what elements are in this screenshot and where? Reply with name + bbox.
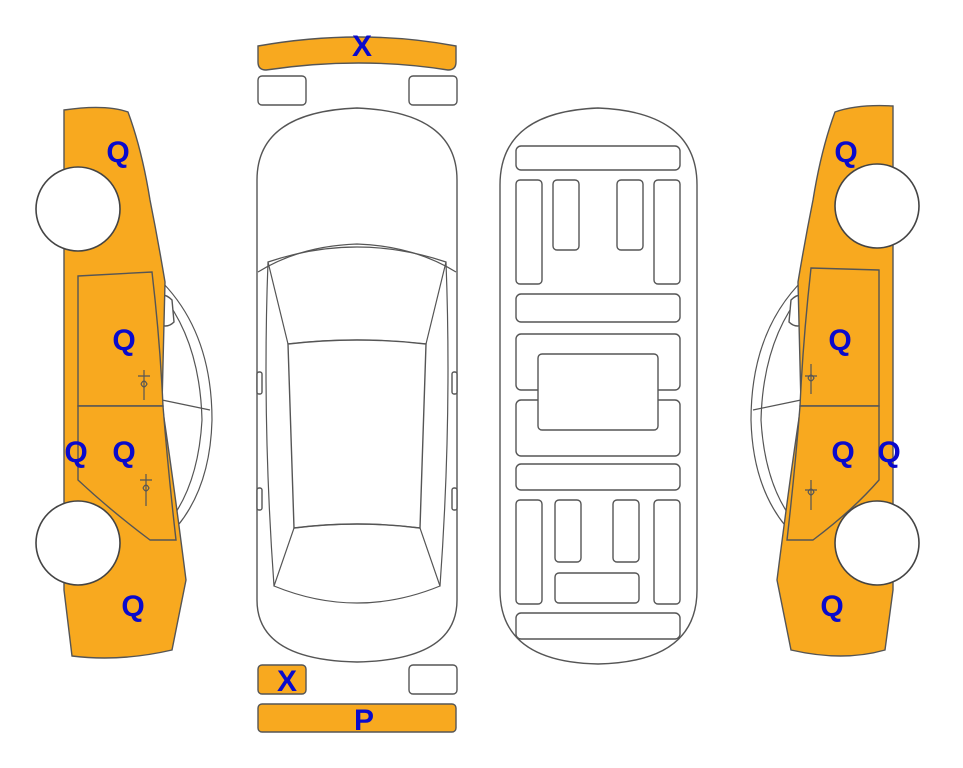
right-front-door-label: Q bbox=[828, 324, 851, 357]
left-rear-wheel[interactable] bbox=[35, 500, 121, 586]
right-tail-light[interactable] bbox=[408, 664, 458, 695]
right-side-trim bbox=[439, 261, 449, 587]
underbody-front-crossmember[interactable] bbox=[515, 293, 681, 323]
underbody-rear-right-rail[interactable] bbox=[653, 499, 681, 605]
right-window-divider bbox=[752, 399, 802, 411]
underbody-front-right-inner[interactable] bbox=[616, 179, 644, 251]
left-side-trim bbox=[265, 261, 275, 587]
right-front-wheel[interactable] bbox=[834, 163, 920, 249]
rear-window bbox=[273, 523, 441, 604]
left-rocker-label: Q bbox=[64, 436, 87, 469]
right-side-glass-inner bbox=[760, 291, 804, 529]
rear-bumper-label: P bbox=[354, 704, 374, 737]
left-mirror bbox=[256, 371, 263, 395]
left-rear-door-label: Q bbox=[112, 436, 135, 469]
underbody-rear-left-rail[interactable] bbox=[515, 499, 543, 605]
right-rear-door-handle bbox=[805, 480, 817, 510]
left-rear-door-panel[interactable] bbox=[77, 405, 177, 541]
left-side-view: Q Q Q Q Q bbox=[35, 106, 213, 659]
underbody-front-bar[interactable] bbox=[515, 145, 681, 171]
underbody-rear-right-inner[interactable] bbox=[612, 499, 640, 563]
right-front-door-handle bbox=[805, 364, 817, 394]
left-headlight[interactable] bbox=[257, 75, 307, 106]
underbody-rear-crossmember[interactable] bbox=[515, 463, 681, 491]
left-rear-quarter-label: Q bbox=[121, 590, 144, 623]
underbody-rear-left-inner[interactable] bbox=[554, 499, 582, 563]
underbody-front-left-rail[interactable] bbox=[515, 179, 543, 285]
front-bumper-panel[interactable] bbox=[257, 36, 457, 71]
right-rear-door-panel[interactable] bbox=[786, 405, 880, 541]
underbody-front-right-rail[interactable] bbox=[653, 179, 681, 285]
underbody-front-left-inner[interactable] bbox=[552, 179, 580, 251]
underbody-center-floor[interactable] bbox=[537, 353, 659, 431]
right-rear-mirror bbox=[451, 487, 458, 511]
roof-panel[interactable] bbox=[287, 339, 427, 529]
right-front-fender-label: Q bbox=[834, 136, 857, 169]
left-window-divider bbox=[161, 399, 211, 411]
left-tail-light-label: X bbox=[277, 665, 297, 698]
right-rear-quarter-label: Q bbox=[820, 590, 843, 623]
underbody-view bbox=[499, 107, 698, 665]
rear-bumper-panel[interactable] bbox=[257, 703, 457, 733]
right-rear-door-label: Q bbox=[831, 436, 854, 469]
right-rear-wheel[interactable] bbox=[834, 500, 920, 586]
left-side-glass-outline bbox=[157, 277, 213, 543]
left-front-wheel[interactable] bbox=[35, 166, 121, 252]
left-front-door-handle bbox=[138, 370, 150, 400]
right-side-glass-outline bbox=[750, 277, 806, 543]
left-rear-mirror bbox=[256, 487, 263, 511]
right-headlight[interactable] bbox=[408, 75, 458, 106]
right-side-view: Q Q Q Q Q bbox=[750, 104, 920, 657]
left-front-door-label: Q bbox=[112, 324, 135, 357]
left-side-glass-inner bbox=[159, 291, 203, 529]
front-bumper-label: X bbox=[352, 30, 372, 63]
left-rear-door-handle bbox=[140, 474, 152, 506]
top-view: X X P bbox=[256, 30, 458, 737]
left-tail-light[interactable] bbox=[257, 664, 307, 695]
left-front-fender-label: Q bbox=[106, 136, 129, 169]
right-rocker-label: Q bbox=[877, 436, 900, 469]
hood-line bbox=[257, 243, 457, 273]
underbody-spare-well[interactable] bbox=[554, 572, 640, 604]
underbody-rear-bar[interactable] bbox=[515, 612, 681, 640]
right-mirror bbox=[451, 371, 458, 395]
